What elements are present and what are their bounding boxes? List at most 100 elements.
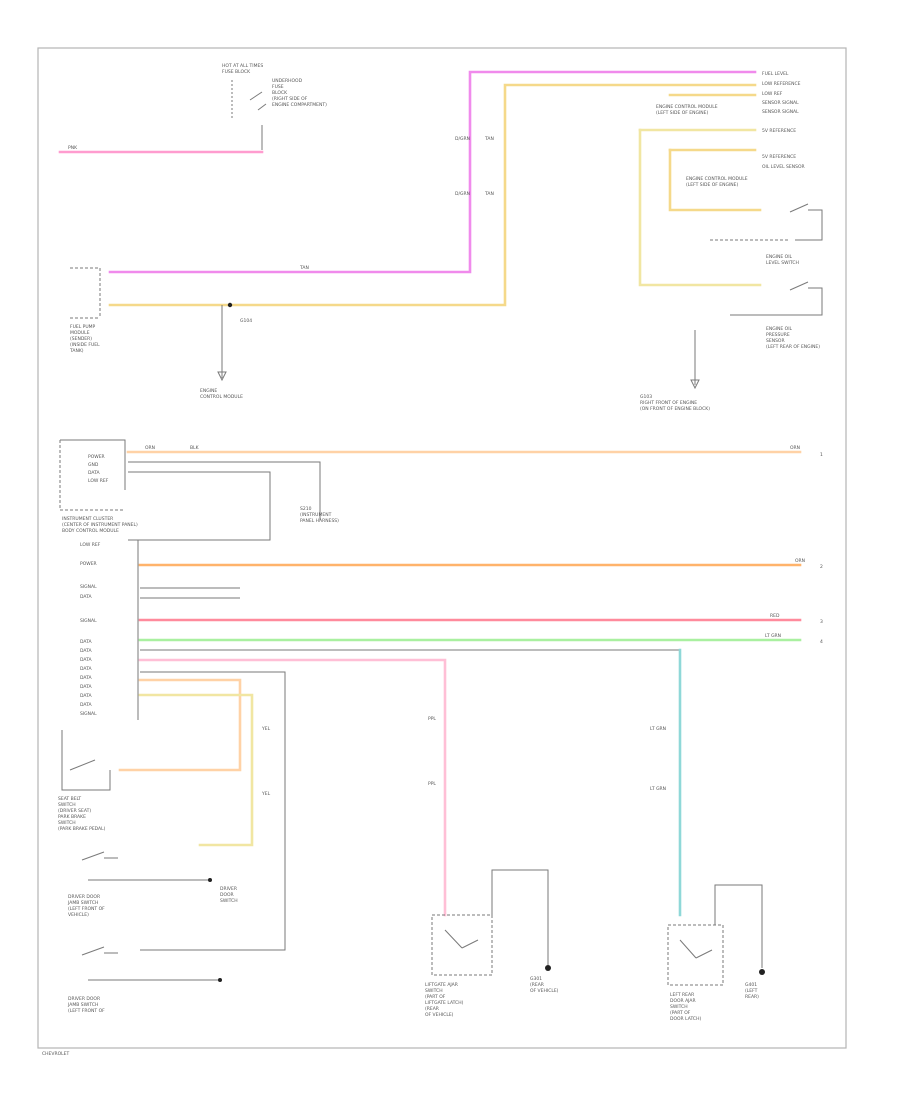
ground-middle-label: (REAR xyxy=(530,982,544,988)
pin-label: 5V REFERENCE xyxy=(762,154,796,160)
fuel-pump-line: (INSIDE FUEL xyxy=(70,342,100,348)
wire-tag-ltgrn: LT GRN xyxy=(650,786,666,792)
cluster-data-lead xyxy=(128,471,271,541)
cluster-pin: POWER xyxy=(88,454,105,460)
fuse-symbol xyxy=(249,91,267,111)
right-footer: (ON FRONT OF ENGINE BLOCK) xyxy=(640,406,710,412)
bcm-pin: POWER xyxy=(80,561,97,567)
right-note: PRESSURE xyxy=(766,332,790,338)
bcm-pin: SIGNAL xyxy=(80,584,97,590)
wire-tag-ltgrn: LT GRN xyxy=(650,726,666,732)
peach-signal-wire xyxy=(118,678,242,772)
cluster-outline xyxy=(60,439,126,490)
door-ajar-ground-dot xyxy=(759,969,765,975)
pin-label: FUEL LEVEL xyxy=(762,71,789,77)
bcm-pin: DATA xyxy=(80,657,93,663)
liftgate-switch-symbol xyxy=(444,929,479,949)
wire-tag-dgrn: D/GRN xyxy=(455,191,470,197)
pin-label: LOW REFERENCE xyxy=(762,81,801,87)
relay-right-label: (PART OF xyxy=(670,1010,691,1016)
ground-middle-label: OF VEHICLE) xyxy=(530,988,559,994)
left-switch-label: (PARK BRAKE PEDAL) xyxy=(58,826,106,832)
bcm-pins: LOW REF POWER SIGNAL DATA SIGNAL DATA DA… xyxy=(80,542,101,717)
door-switch-label: DRIVER DOOR xyxy=(68,894,100,900)
relay-label: (REAR xyxy=(425,1006,439,1012)
door-switch-label: JAMB SWITCH xyxy=(67,900,98,906)
fuse-info-line: FUSE xyxy=(272,84,284,90)
splice-dot xyxy=(227,302,233,308)
wire-tag-ppl: PPL xyxy=(428,781,436,787)
fuse-info-line: (RIGHT SIDE OF xyxy=(272,96,308,102)
right-note: ENGINE OIL xyxy=(766,254,793,260)
left-switch-label: SWITCH xyxy=(58,802,76,808)
lower-switch-dot xyxy=(218,978,222,982)
grey-gnd-wire xyxy=(140,671,286,951)
left-switch-label: SEAT BELT xyxy=(58,796,81,802)
left-switch-label: (DRIVER SEAT) xyxy=(58,808,91,814)
door-ajar-label: LEFT REAR DOOR AJAR SWITCH (PART OF DOOR… xyxy=(670,992,701,1022)
oil-level-switch-symbol xyxy=(789,203,823,241)
bcm-pin: DATA xyxy=(80,693,93,699)
bcm-pin: DATA xyxy=(80,648,93,654)
edge-mark: 4 xyxy=(820,639,823,645)
wire-tag-orn: ORN xyxy=(795,558,805,564)
right-footer: G103 xyxy=(640,394,652,400)
edge-mark: 2 xyxy=(820,564,823,570)
right-note: (LEFT SIDE OF ENGINE) xyxy=(656,110,709,116)
ground-middle-label: G301 xyxy=(530,976,542,982)
fuse-info: UNDERHOOD FUSE BLOCK (RIGHT SIDE OF ENGI… xyxy=(272,78,327,108)
ground-right-label: (LEFT xyxy=(745,988,758,994)
driver-door-switch-symbol xyxy=(81,851,210,881)
relay-right-label: SWITCH xyxy=(670,1004,688,1010)
wire-tag-blk: BLK xyxy=(190,445,200,451)
wire-tag-tan: TAN xyxy=(299,265,309,271)
wire-tag-ltgrn: LT GRN xyxy=(765,633,781,639)
ground-arrow xyxy=(217,371,227,382)
fuel-pump-box xyxy=(70,267,101,319)
bcm-pin: SIGNAL xyxy=(80,618,97,624)
bcm-pin: DATA xyxy=(80,594,93,600)
ground-label: G104 xyxy=(240,318,252,324)
fuel-pump-line: TANK) xyxy=(69,348,84,354)
door-switch-label: VEHICLE) xyxy=(68,912,89,918)
tan-reference-wire xyxy=(108,83,757,307)
wire-tag-dgrn: D/GRN xyxy=(455,136,470,142)
pin-label: SENSOR SIGNAL xyxy=(762,100,799,106)
cluster-pin: DATA xyxy=(88,470,101,476)
cluster-label: BODY CONTROL MODULE xyxy=(62,528,119,534)
bcm-pin: DATA xyxy=(80,675,93,681)
wire-tag-red: RED xyxy=(770,613,780,619)
door-switch-label2: DOOR xyxy=(220,892,234,898)
bcm-pin: DATA xyxy=(80,639,93,645)
splice-label: PANEL HARNESS) xyxy=(300,518,339,524)
right-connector-pins: FUEL LEVEL LOW REFERENCE LOW REF SENSOR … xyxy=(762,71,805,170)
fuse-info-line: BLOCK xyxy=(272,90,288,96)
relay-label: LIFTGATE AJAR xyxy=(425,982,458,988)
tan-wire-drop xyxy=(668,148,762,212)
relay-label: SWITCH xyxy=(425,988,443,994)
ground-label: ENGINE xyxy=(200,388,217,394)
fuse-info-line: UNDERHOOD xyxy=(272,78,303,84)
cluster-gnd-lead xyxy=(128,461,321,520)
fuse-info-line: ENGINE COMPARTMENT) xyxy=(272,102,327,108)
ground-right-label: REAR) xyxy=(745,994,759,1000)
bcm-pin: SIGNAL xyxy=(80,711,97,717)
seat-belt-switch-symbol xyxy=(69,759,96,771)
ground-label: CONTROL MODULE xyxy=(200,394,243,400)
pin-label: LOW REF xyxy=(762,91,783,97)
liftgate-ground-lead xyxy=(491,869,549,965)
right-note: SENSOR xyxy=(766,338,785,344)
liftgate-ground-dot xyxy=(545,965,551,971)
left-switch-label: SWITCH xyxy=(58,820,76,826)
fuel-pump-line: MODULE xyxy=(70,330,90,336)
door-switch-label: (LEFT FRONT OF xyxy=(68,906,105,912)
relay-right-label: LEFT REAR xyxy=(670,992,694,998)
yellow-signal-wire xyxy=(138,693,254,847)
pale-pink-wire xyxy=(138,658,447,917)
pin-label: SENSOR SIGNAL xyxy=(762,109,799,115)
lower-switch-label: DRIVER DOOR xyxy=(68,996,100,1002)
cluster-label: INSTRUMENT CLUSTER xyxy=(62,516,113,522)
wire-tag-yel: YEL xyxy=(261,791,271,797)
right-note: LEVEL SWITCH xyxy=(766,260,799,266)
right-note: (LEFT REAR OF ENGINE) xyxy=(766,344,820,350)
